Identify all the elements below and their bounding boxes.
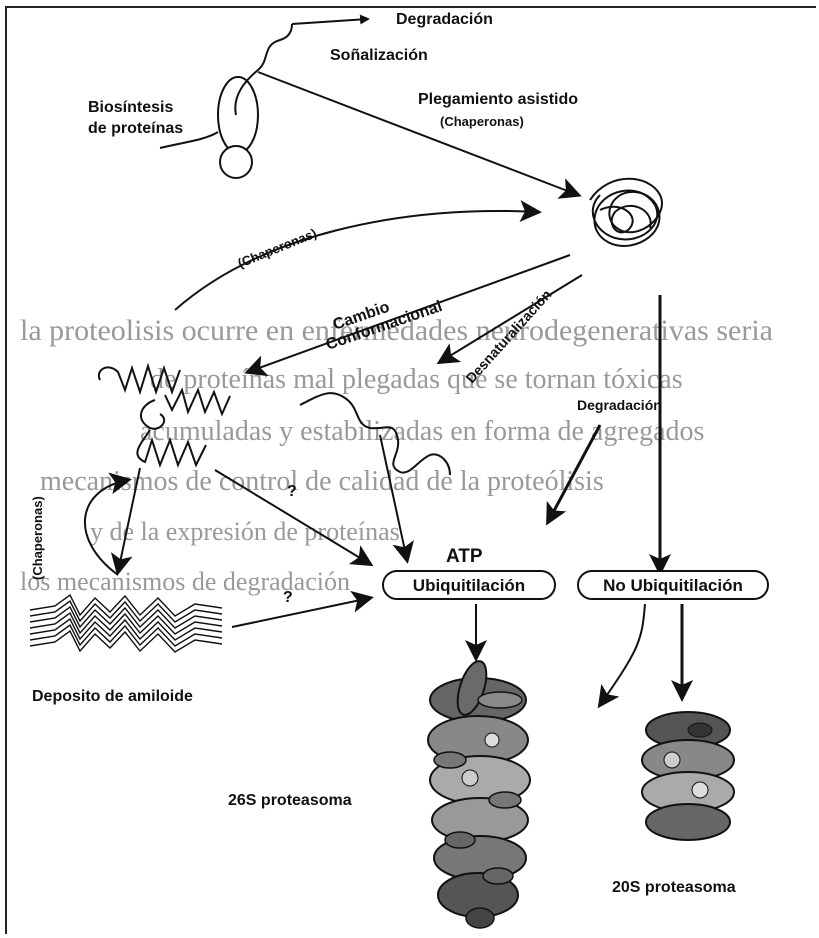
label-chaperonas-plegamiento: (Chaperonas): [440, 114, 524, 129]
arrow-chaperonas-refold: [175, 211, 538, 310]
bleed-line-5: y de la expresión de proteínas: [90, 517, 400, 546]
folded-protein-icon: [590, 179, 662, 246]
amyloid-deposit-icon: [30, 595, 222, 652]
label-20s-proteasoma: 20S proteasoma: [612, 879, 736, 896]
label-chaperonas-arc: (Chaperonas): [236, 225, 319, 270]
label-no-ubiquitilacion: No Ubiquitilación: [603, 576, 743, 595]
label-question-1: ?: [287, 483, 297, 500]
bleed-line-3: acumuladas y estabilizadas en forma de a…: [140, 416, 704, 447]
label-senalizacion: Soñalización: [330, 47, 428, 64]
label-degradacion-right: Degradación: [577, 397, 662, 413]
ribosome-icon: [160, 24, 292, 178]
proteasome-20s-icon: [642, 712, 734, 840]
proteasome-26s-icon: [428, 658, 530, 928]
arrow-amyloid-to-ubiquitilacion: [232, 598, 370, 627]
bleed-line-2: de proteínas mal plegadas que se tornan …: [150, 364, 683, 395]
label-biosintesis-2: de proteínas: [88, 120, 183, 137]
label-biosintesis-1: Biosíntesis: [88, 99, 173, 116]
label-ubiquitilacion: Ubiquitilación: [413, 576, 525, 595]
label-degradacion-top: Degradación: [396, 11, 493, 28]
arrow-no-ubiq-to-26s: [600, 604, 645, 705]
label-26s-proteasoma: 26S proteasoma: [228, 792, 352, 809]
label-deposito-amiloide: Deposito de amiloide: [32, 688, 193, 705]
label-chaperonas-left: (Chaperonas): [30, 496, 45, 580]
label-question-2: ?: [283, 589, 293, 606]
bleed-line-6: los mecanismos de degradación: [20, 567, 350, 596]
label-plegamiento: Plegamiento asistido: [418, 91, 578, 108]
arrow-to-degradacion: [292, 19, 368, 24]
label-atp: ATP: [446, 546, 483, 567]
